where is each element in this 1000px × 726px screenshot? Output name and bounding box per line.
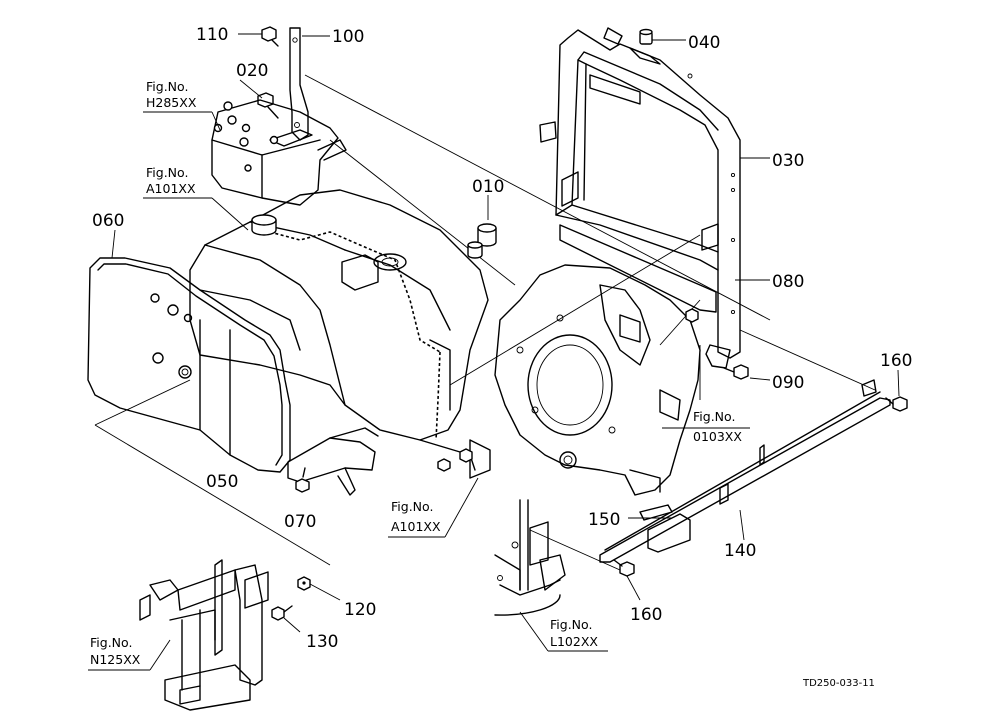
part-label-130: 130 [306, 632, 338, 652]
part-090-bolt [723, 364, 749, 380]
svg-text:Fig.No.: Fig.No. [146, 165, 188, 180]
part-100-bracket [289, 27, 309, 141]
part-label-100: 100 [332, 27, 364, 47]
svg-text:0103XX: 0103XX [693, 429, 742, 444]
fig-ref-l102: Fig.No. L102XX [550, 617, 598, 649]
part-130-bolt [271, 605, 293, 621]
svg-text:A101XX: A101XX [391, 519, 441, 534]
figure-references: Fig.No. H285XX Fig.No. A101XX Fig.No. 01… [90, 79, 742, 667]
label-leaders [88, 33, 900, 671]
part-140-bar [599, 379, 891, 563]
drawing-code: TD250-033-11 [802, 678, 875, 689]
part-label-080: 080 [772, 272, 804, 292]
alignment-lines [94, 74, 876, 571]
flywheel-housing [494, 264, 701, 496]
part-label-150: 150 [588, 510, 620, 530]
part-label-050: 050 [206, 472, 238, 492]
part-160-bolt-upper [885, 396, 908, 412]
svg-text:H285XX: H285XX [146, 95, 197, 110]
fig-ref-0103: Fig.No. 0103XX [693, 409, 742, 444]
part-label-070: 070 [284, 512, 316, 532]
svg-text:Fig.No.: Fig.No. [550, 617, 592, 632]
part-label-110: 110 [196, 25, 228, 45]
part-030-frame [539, 27, 741, 369]
fuel-tank [189, 189, 491, 479]
svg-text:Fig.No.: Fig.No. [391, 499, 433, 514]
part-label-040: 040 [688, 33, 720, 53]
part-110-bolt [261, 26, 279, 47]
svg-text:Fig.No.: Fig.No. [90, 635, 132, 650]
part-label-010: 010 [472, 177, 504, 197]
sub-assembly-n125 [139, 559, 269, 711]
part-040-cap [639, 28, 653, 45]
part-160-bolt-lower [613, 559, 635, 577]
part-060-cover [87, 257, 291, 473]
part-label-140: 140 [724, 541, 756, 561]
part-label-160-upper: 160 [880, 351, 912, 371]
valve-block-assembly [211, 99, 347, 206]
part-label-090: 090 [772, 373, 804, 393]
sub-assembly-l102 [494, 499, 566, 616]
part-150-pin [639, 504, 673, 521]
fig-ref-a101-bottom: Fig.No. A101XX [391, 499, 441, 534]
part-label-020: 020 [236, 61, 268, 81]
part-label-160-lower: 160 [630, 605, 662, 625]
fig-ref-a101-top: Fig.No. A101XX [146, 165, 196, 196]
part-label-030: 030 [772, 151, 804, 171]
part-050-support [287, 427, 379, 496]
svg-text:Fig.No.: Fig.No. [693, 409, 735, 424]
part-label-060: 060 [92, 211, 124, 231]
part-080-bolt [685, 308, 699, 323]
svg-text:N125XX: N125XX [90, 652, 141, 667]
svg-text:L102XX: L102XX [550, 634, 598, 649]
part-070-bolt [295, 467, 310, 493]
part-120-nut [297, 576, 311, 591]
part-label-120: 120 [344, 600, 376, 620]
part-010-collar [467, 223, 497, 259]
fig-ref-n125: Fig.No. N125XX [90, 635, 141, 667]
svg-text:Fig.No.: Fig.No. [146, 79, 188, 94]
svg-text:A101XX: A101XX [146, 181, 196, 196]
part-number-labels: 110 100 020 040 030 010 060 080 160 090 … [92, 25, 912, 652]
fig-ref-h285: Fig.No. H285XX [146, 79, 197, 110]
